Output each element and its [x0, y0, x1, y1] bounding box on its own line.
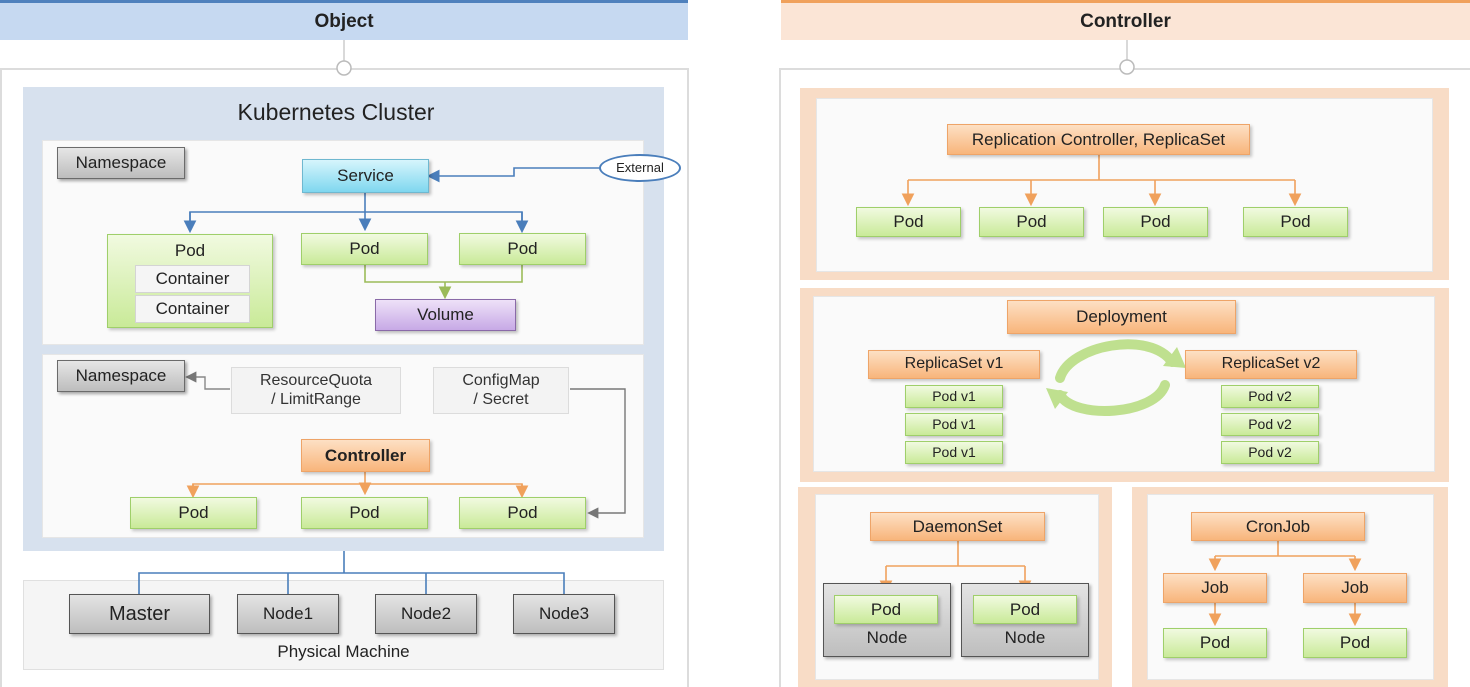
pod-box: Pod [979, 207, 1084, 237]
object-header-label: Object [314, 10, 374, 32]
controller-header-label: Controller [1080, 10, 1171, 32]
pod-group-label: Pod [174, 241, 206, 261]
external-ellipse: External [599, 154, 681, 182]
volume-box: Volume [375, 299, 516, 331]
pod-box: Pod [1303, 628, 1407, 658]
cluster-title: Kubernetes Cluster [237, 98, 435, 125]
pod-box: Pod [301, 233, 428, 265]
pod-v2-box: Pod v2 [1221, 413, 1319, 436]
pod-box: Pod [459, 233, 586, 265]
service-box: Service [302, 159, 429, 193]
resourcequota-box: ResourceQuota / LimitRange [231, 367, 401, 414]
worker-node-2: Node2 [375, 594, 477, 634]
job-box: Job [1303, 573, 1407, 603]
namespace-box-2: Namespace [57, 360, 185, 392]
job-box: Job [1163, 573, 1267, 603]
pod-box: Pod [301, 497, 428, 529]
master-node: Master [69, 594, 210, 634]
pod-box: Pod [1243, 207, 1348, 237]
replicaset-v2-box: ReplicaSet v2 [1185, 350, 1357, 379]
pod-box: Pod [973, 595, 1077, 624]
node-label: Node [866, 628, 908, 648]
worker-node-3: Node3 [513, 594, 615, 634]
daemonset-box: DaemonSet [870, 512, 1045, 541]
physical-machine-label: Physical Machine [277, 642, 410, 662]
pod-box: Pod [459, 497, 586, 529]
controller-header: Controller [781, 0, 1470, 40]
replication-controller-box: Replication Controller, ReplicaSet [947, 124, 1250, 155]
pod-box: Pod [1103, 207, 1208, 237]
object-header: Object [0, 0, 688, 40]
pod-v1-box: Pod v1 [905, 441, 1003, 464]
pod-box: Pod [1163, 628, 1267, 658]
replicaset-v1-box: ReplicaSet v1 [868, 350, 1040, 379]
container-box-1: Container [135, 265, 250, 293]
node-label: Node [1004, 628, 1046, 648]
configmap-box: ConfigMap / Secret [433, 367, 569, 414]
pod-box: Pod [856, 207, 961, 237]
pod-v1-box: Pod v1 [905, 413, 1003, 436]
namespace-box-1: Namespace [57, 147, 185, 179]
pod-v1-box: Pod v1 [905, 385, 1003, 408]
pod-box: Pod [834, 595, 938, 624]
deployment-box: Deployment [1007, 300, 1236, 334]
pod-box: Pod [130, 497, 257, 529]
pod-v2-box: Pod v2 [1221, 441, 1319, 464]
container-box-2: Container [135, 295, 250, 323]
cronjob-box: CronJob [1191, 512, 1365, 541]
pod-v2-box: Pod v2 [1221, 385, 1319, 408]
controller-box: Controller [301, 439, 430, 472]
worker-node-1: Node1 [237, 594, 339, 634]
